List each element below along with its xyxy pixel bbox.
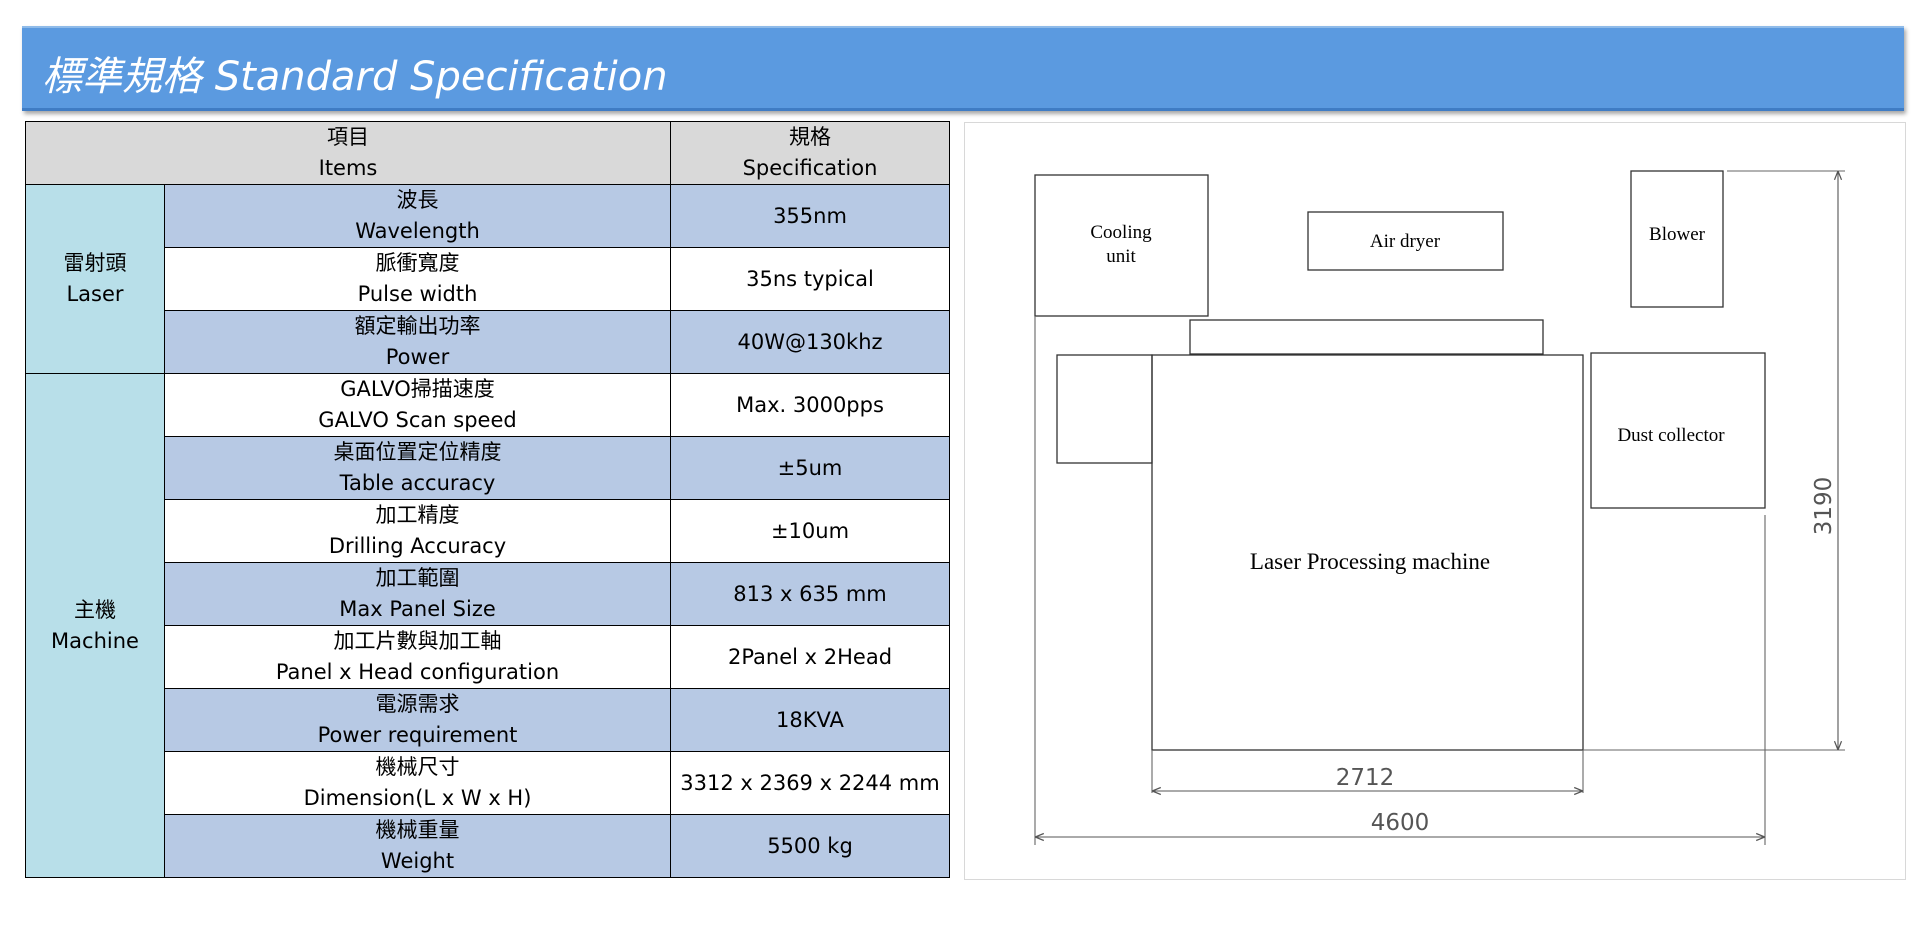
- header-specification: 規格 Specification: [670, 121, 950, 185]
- dust-collector-box: [1590, 352, 1766, 509]
- table-row: 加工精度 Drilling Accuracy ±10um: [25, 499, 950, 563]
- laser-machine-box: [1151, 354, 1584, 751]
- spec-value: 18KVA: [670, 688, 950, 752]
- title-bar: 標準規格 Standard Specification: [22, 26, 1904, 111]
- item-label: 額定輸出功率 Power: [164, 310, 671, 374]
- dimension-label-4600: 4600: [1371, 810, 1430, 836]
- table-row: 雷射頭 Laser 波長 Wavelength 355nm: [25, 184, 950, 374]
- machine-side-box: [1056, 354, 1153, 464]
- item-label: 波長 Wavelength: [164, 184, 671, 248]
- laser-machine-label: Laser Processing machine: [1250, 549, 1490, 574]
- group-laser: 雷射頭 Laser: [25, 184, 165, 374]
- item-label: 加工片數與加工軸 Panel x Head configuration: [164, 625, 671, 689]
- spec-value: ±10um: [670, 499, 950, 563]
- air-dryer-box: [1307, 211, 1504, 271]
- item-label: 機械尺寸 Dimension(L x W x H): [164, 751, 671, 815]
- cooling-unit-label-2: unit: [1106, 246, 1136, 267]
- cooling-unit-box: [1034, 174, 1209, 317]
- dimension-label-2712: 2712: [1336, 765, 1395, 791]
- table-row: 額定輸出功率 Power 40W@130khz: [25, 310, 950, 374]
- spec-value: 813 x 635 mm: [670, 562, 950, 626]
- dimension-label-3190: 3190: [1811, 477, 1837, 536]
- spec-value: 35ns typical: [670, 247, 950, 311]
- table-row: 脈衝寬度 Pulse width 35ns typical: [25, 247, 950, 311]
- dust-collector-label: Dust collector: [1617, 425, 1725, 446]
- air-dryer-label: Air dryer: [1370, 231, 1441, 252]
- item-label: 加工精度 Drilling Accuracy: [164, 499, 671, 563]
- table-row: 主機 Machine GALVO掃描速度 GALVO Scan speed Ma…: [25, 373, 950, 878]
- item-label: 電源需求 Power requirement: [164, 688, 671, 752]
- cooling-unit-label-1: Cooling: [1090, 222, 1152, 243]
- table-row: 電源需求 Power requirement 18KVA: [25, 688, 950, 752]
- table-row: 加工範圍 Max Panel Size 813 x 635 mm: [25, 562, 950, 626]
- table-row: 桌面位置定位精度 Table accuracy ±5um: [25, 436, 950, 500]
- header-items: 項目 Items: [25, 121, 671, 185]
- machine-top-box: [1189, 319, 1544, 355]
- item-label: 脈衝寬度 Pulse width: [164, 247, 671, 311]
- item-label: 機械重量 Weight: [164, 814, 671, 878]
- item-label: 加工範圍 Max Panel Size: [164, 562, 671, 626]
- group-machine: 主機 Machine: [25, 373, 165, 878]
- table-header-row: 項目 Items 規格 Specification: [25, 121, 950, 185]
- spec-value: 2Panel x 2Head: [670, 625, 950, 689]
- spec-value: ±5um: [670, 436, 950, 500]
- spec-value: 40W@130khz: [670, 310, 950, 374]
- spec-value: 3312 x 2369 x 2244 mm: [670, 751, 950, 815]
- table-row: 機械尺寸 Dimension(L x W x H) 3312 x 2369 x …: [25, 751, 950, 815]
- page-title: 標準規格 Standard Specification: [42, 54, 668, 100]
- blower-label: Blower: [1649, 224, 1706, 245]
- layout-diagram-svg: Cooling unit Air dryer Blower Laser Proc…: [1034, 170, 1845, 845]
- spec-table: 項目 Items 規格 Specification 雷射頭 Laser 波長 W…: [25, 121, 950, 878]
- table-row: 機械重量 Weight 5500 kg: [25, 814, 950, 878]
- spec-value: 5500 kg: [670, 814, 950, 878]
- item-label: GALVO掃描速度 GALVO Scan speed: [164, 373, 671, 437]
- item-label: 桌面位置定位精度 Table accuracy: [164, 436, 671, 500]
- layout-diagram: Cooling unit Air dryer Blower Laser Proc…: [964, 122, 1906, 880]
- spec-value: 355nm: [670, 184, 950, 248]
- table-row: 加工片數與加工軸 Panel x Head configuration 2Pan…: [25, 625, 950, 689]
- blower-box: [1630, 170, 1724, 308]
- spec-value: Max. 3000pps: [670, 373, 950, 437]
